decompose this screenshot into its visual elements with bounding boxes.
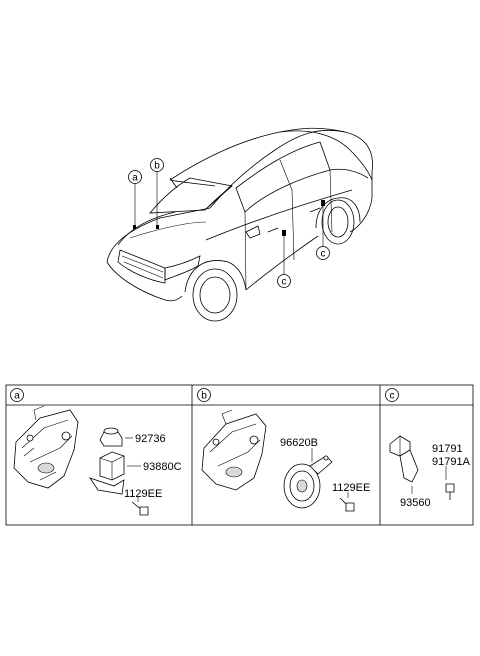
callout-b: b	[150, 158, 164, 226]
panel-b: b 96620B 1129EE	[197, 388, 370, 512]
panel-c-part-91791: 91791 91791A	[432, 443, 471, 500]
panel-b-key: b	[201, 391, 207, 402]
label-1129EE-b: 1129EE	[332, 482, 370, 494]
label-93880C: 93880C	[143, 461, 182, 473]
panel-c-marker	[385, 388, 399, 402]
car-illustration	[106, 127, 373, 322]
panel-a-marker	[10, 388, 24, 402]
callout-c-rear-label: c	[321, 249, 326, 260]
label-93560: 93560	[400, 497, 431, 509]
panel-a-part-92736: 92736	[99, 427, 166, 447]
callout-c-front: c	[277, 234, 291, 288]
panel-a-mount-bracket	[13, 405, 79, 489]
callout-a: a	[128, 170, 142, 226]
label-1129EE-a: 1129EE	[124, 488, 162, 500]
panel-c-part-93560: 93560	[389, 435, 431, 509]
panel-c-key: c	[390, 391, 395, 402]
panel-b-mount-bracket	[201, 409, 267, 491]
panel-a-key: a	[14, 391, 20, 402]
callout-a-label: a	[132, 173, 138, 184]
panel-a-part-1129EE: 1129EE	[124, 488, 162, 516]
panel-c: c 93560 91791 91791A	[385, 388, 471, 509]
label-96620B: 96620B	[280, 437, 318, 449]
panel-a: a 92736 93880C	[10, 388, 182, 516]
panel-b-part-1129EE: 1129EE	[332, 482, 370, 512]
label-91791A: 91791A	[432, 456, 471, 468]
label-91791: 91791	[432, 443, 463, 455]
panel-b-part-96620B: 96620B	[280, 437, 333, 509]
parts-table	[5, 384, 474, 526]
panel-a-part-93880C: 93880C	[89, 451, 182, 495]
label-92736: 92736	[135, 433, 166, 445]
callout-c-front-label: c	[282, 277, 287, 288]
callout-b-label: b	[154, 161, 160, 172]
callout-c-rear: c	[316, 204, 330, 260]
panel-b-marker	[197, 388, 211, 402]
